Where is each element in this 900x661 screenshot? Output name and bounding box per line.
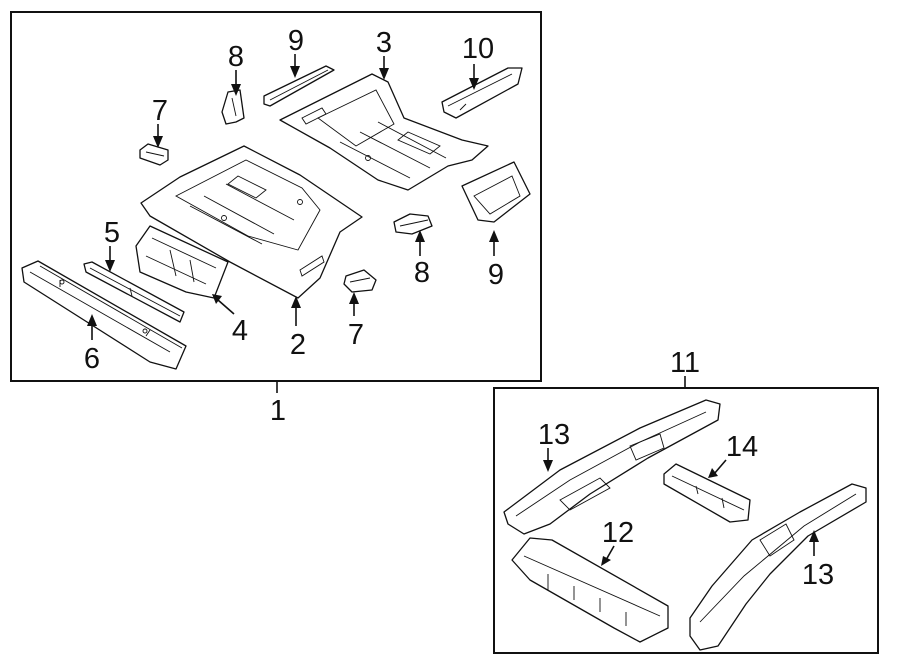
part-13-frame-rail-right[interactable] bbox=[689, 483, 867, 651]
callout-10: 10 bbox=[462, 33, 494, 65]
callout-4: 4 bbox=[232, 315, 248, 347]
part-9-rail-upper[interactable] bbox=[263, 65, 335, 107]
part-7-bracket-upper[interactable] bbox=[139, 143, 169, 166]
part-3-front-floor-pan[interactable] bbox=[279, 73, 489, 191]
part-2-rear-floor-pan[interactable] bbox=[140, 145, 363, 299]
part-8-bracket-upper[interactable] bbox=[221, 89, 245, 125]
part-8-bracket-lower[interactable] bbox=[393, 213, 433, 235]
part-4-panel[interactable] bbox=[135, 225, 229, 299]
callout-8-upper: 8 bbox=[228, 41, 244, 73]
callout-9-upper: 9 bbox=[288, 25, 304, 57]
part-12-crossmember[interactable] bbox=[511, 537, 669, 643]
part-10-side-rail[interactable] bbox=[441, 67, 523, 119]
leader-arrows bbox=[87, 54, 819, 566]
callout-9-lower: 9 bbox=[488, 259, 504, 291]
part-5-reinforcement[interactable] bbox=[83, 261, 185, 323]
callout-2: 2 bbox=[290, 329, 306, 361]
callout-12: 12 bbox=[602, 517, 634, 549]
part-14-crossmember[interactable] bbox=[663, 463, 751, 523]
callout-13-right: 13 bbox=[802, 559, 834, 591]
frame-rail-assembly-box bbox=[493, 387, 879, 654]
floor-assembly-box bbox=[10, 11, 542, 382]
part-9-gusset-lower[interactable] bbox=[461, 161, 531, 223]
callout-13-left: 13 bbox=[538, 419, 570, 451]
callout-14: 14 bbox=[726, 431, 758, 463]
callout-11: 11 bbox=[670, 347, 700, 379]
part-13-frame-rail-left[interactable] bbox=[503, 399, 721, 535]
callout-3: 3 bbox=[376, 27, 392, 59]
callout-7-lower: 7 bbox=[348, 319, 364, 351]
part-7-bracket-lower[interactable] bbox=[343, 269, 377, 293]
callout-1: 1 bbox=[270, 395, 286, 427]
callout-6: 6 bbox=[84, 343, 100, 375]
part-6-crossmember[interactable] bbox=[21, 260, 187, 370]
callout-5: 5 bbox=[104, 217, 120, 249]
callout-8-lower: 8 bbox=[414, 257, 430, 289]
callout-7-upper: 7 bbox=[152, 95, 168, 127]
